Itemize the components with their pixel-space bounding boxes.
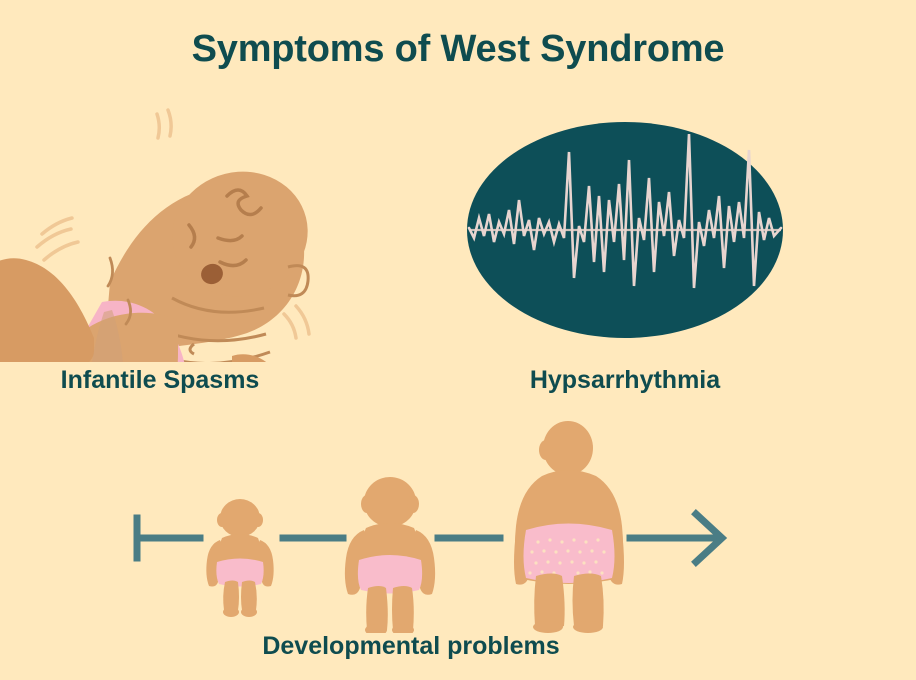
adult-underwear-pattern: [528, 538, 606, 575]
eeg-waveform: [467, 133, 783, 289]
infant-figure: [206, 499, 274, 617]
adult-figure: [514, 421, 624, 633]
infantile-spasms-illustration: [0, 82, 332, 508]
developmental-problems-label: Developmental problems: [262, 632, 560, 660]
hypsarrhythmia-label: Hypsarrhythmia: [529, 366, 721, 394]
timeline-arrow-head: [691, 509, 728, 567]
toddler-figure: [344, 477, 436, 636]
infantile-spasms-label: Infantile Spasms: [60, 366, 260, 394]
page-title: Symptoms of West Syndrome: [191, 28, 725, 70]
hypsarrhythmia-illustration: [455, 110, 800, 350]
baby-arm: [228, 354, 280, 411]
baby-body: [106, 171, 310, 365]
developmental-problems-illustration: [118, 418, 738, 636]
timeline-axis: [133, 514, 722, 562]
